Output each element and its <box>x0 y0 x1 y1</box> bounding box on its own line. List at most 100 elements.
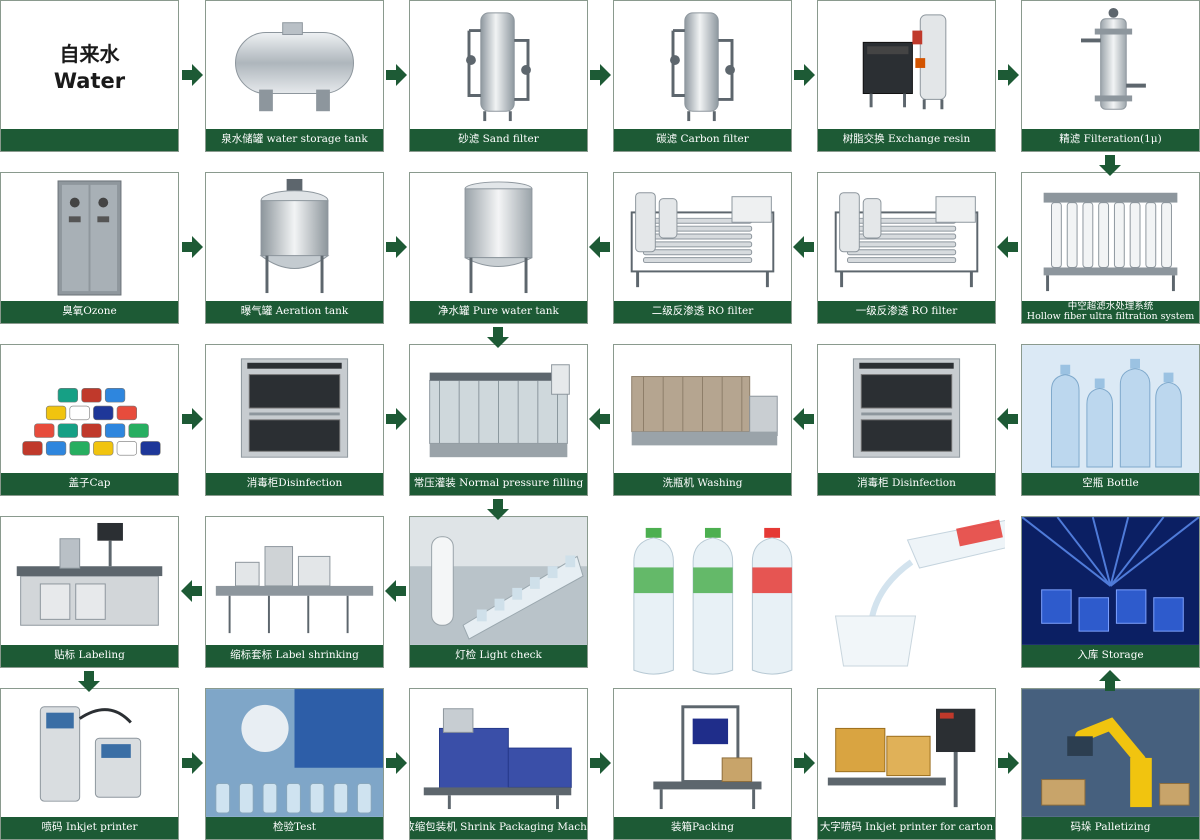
flow-arrow-icon <box>791 234 817 260</box>
inkjet-printer-icon <box>1 689 178 817</box>
step-palletizing: 码垛 Palletizing <box>1021 688 1200 840</box>
column-filter-icon <box>410 1 587 129</box>
step-exchange-resin: 树脂交换 Exchange resin <box>817 0 996 152</box>
flow-arrow-icon <box>587 62 613 88</box>
flow-arrow-icon <box>1097 668 1123 694</box>
step-label: 装箱Packing <box>614 817 791 839</box>
step-disinfection-right: 消毒柜 Disinfection <box>817 344 996 496</box>
step-inkjet-printer: 喷码 Inkjet printer <box>0 688 179 840</box>
labeling-machine-icon <box>1 517 178 645</box>
step-carbon-filter: 碳滤 Carbon filter <box>613 0 792 152</box>
step-label: 盖子Cap <box>1 473 178 495</box>
flow-arrow-icon <box>383 578 409 604</box>
photo-product-bottles <box>598 522 808 680</box>
flow-arrow-icon <box>383 234 409 260</box>
ultra-filter-icon <box>1022 173 1199 301</box>
step-label-zh: 中空超滤水处理系统 <box>1067 301 1154 313</box>
flow-arrow-icon <box>179 234 205 260</box>
flow-arrow-icon <box>485 496 511 522</box>
ro-system-icon <box>614 173 791 301</box>
carton-printer-icon <box>818 689 995 817</box>
resin-unit-icon <box>818 1 995 129</box>
step-bottle: 空瓶 Bottle <box>1021 344 1200 496</box>
step-label: 灯检 Light check <box>410 645 587 667</box>
step-label: 精滤 Filteration(1μ) <box>1022 129 1199 151</box>
flow-arrow-icon <box>485 324 511 350</box>
step-label: 常压灌装 Normal pressure filling <box>410 473 587 495</box>
step-storage: 入库 Storage <box>1021 516 1200 668</box>
step-label: 热收缩包装机 Shrink Packaging Machine <box>410 817 587 839</box>
step-washing: 洗瓶机 Washing <box>613 344 792 496</box>
caps-icon <box>1 345 178 473</box>
flow-arrow-icon <box>791 406 817 432</box>
step-label: 消毒柜 Disinfection <box>818 473 995 495</box>
step-label-shrinking: 缩标套标 Label shrinking <box>205 516 384 668</box>
step-label: 净水罐 Pure water tank <box>410 301 587 323</box>
step-normal-pressure-filling: 常压灌装 Normal pressure filling <box>409 344 588 496</box>
flow-arrow-icon <box>995 234 1021 260</box>
flow-arrow-icon <box>76 668 102 694</box>
palletizer-robot-icon <box>1022 689 1199 817</box>
tap-water-zh: 自来水 <box>59 41 120 66</box>
step-label-bar <box>1 129 178 151</box>
column-filter-icon <box>614 1 791 129</box>
step-label: 检验Test <box>206 817 383 839</box>
step-ro-filter-1: 一级反渗透 RO filter <box>817 172 996 324</box>
disinfection-cabinet-icon <box>206 345 383 473</box>
step-label: 大字喷码 Inkjet printer for carton <box>818 817 995 839</box>
flow-arrow-icon <box>179 406 205 432</box>
flow-arrow-icon <box>383 750 409 776</box>
step-aeration-tank: 曝气罐 Aeration tank <box>205 172 384 324</box>
step-label: 树脂交换 Exchange resin <box>818 129 995 151</box>
step-label: 臭氧Ozone <box>1 301 178 323</box>
inspection-icon <box>206 689 383 817</box>
tap-water-en: Water <box>53 68 126 93</box>
step-label: 空瓶 Bottle <box>1022 473 1199 495</box>
tank-icon <box>206 1 383 129</box>
step-label: 碳滤 Carbon filter <box>614 129 791 151</box>
flow-arrow-icon <box>587 234 613 260</box>
light-check-icon <box>410 517 587 645</box>
step-label: 曝气罐 Aeration tank <box>206 301 383 323</box>
step-ozone: 臭氧Ozone <box>0 172 179 324</box>
warehouse-icon <box>1022 517 1199 645</box>
step-label: 入库 Storage <box>1022 645 1199 667</box>
photo-pouring-water <box>790 516 1005 676</box>
flow-arrow-icon <box>995 750 1021 776</box>
step-label: 砂滤 Sand filter <box>410 129 587 151</box>
step-ro-filter-2: 二级反渗透 RO filter <box>613 172 792 324</box>
flow-arrow-icon <box>791 750 817 776</box>
step-label: 二级反渗透 RO filter <box>614 301 791 323</box>
step-label: 一级反渗透 RO filter <box>818 301 995 323</box>
step-label: 贴标 Labeling <box>1 645 178 667</box>
flow-arrow-icon <box>179 578 205 604</box>
flow-arrow-icon <box>383 406 409 432</box>
step-label: 喷码 Inkjet printer <box>1 817 178 839</box>
step-label: 洗瓶机 Washing <box>614 473 791 495</box>
mixing-tank-icon <box>206 173 383 301</box>
flow-arrow-icon <box>587 406 613 432</box>
filling-machine-icon <box>410 345 587 473</box>
flow-arrow-icon <box>587 750 613 776</box>
step-cap: 盖子Cap <box>0 344 179 496</box>
step-label: 缩标套标 Label shrinking <box>206 645 383 667</box>
flow-arrow-icon <box>179 62 205 88</box>
ozone-cabinet-icon <box>1 173 178 301</box>
step-filteration: 精滤 Filteration(1μ) <box>1021 0 1200 152</box>
step-light-check: 灯检 Light check <box>409 516 588 668</box>
water-bottles-icon <box>598 522 808 680</box>
disinfection-cabinet-icon <box>818 345 995 473</box>
step-label: 消毒柜Disinfection <box>206 473 383 495</box>
step-test: 检验Test <box>205 688 384 840</box>
flow-arrow-icon <box>1097 152 1123 178</box>
bottles-icon <box>1022 345 1199 473</box>
step-sand-filter: 砂滤 Sand filter <box>409 0 588 152</box>
vertical-tank-icon <box>410 173 587 301</box>
step-label-en: Hollow fiber ultra filtration system <box>1026 311 1195 322</box>
step-pure-water-tank: 净水罐 Pure water tank <box>409 172 588 324</box>
